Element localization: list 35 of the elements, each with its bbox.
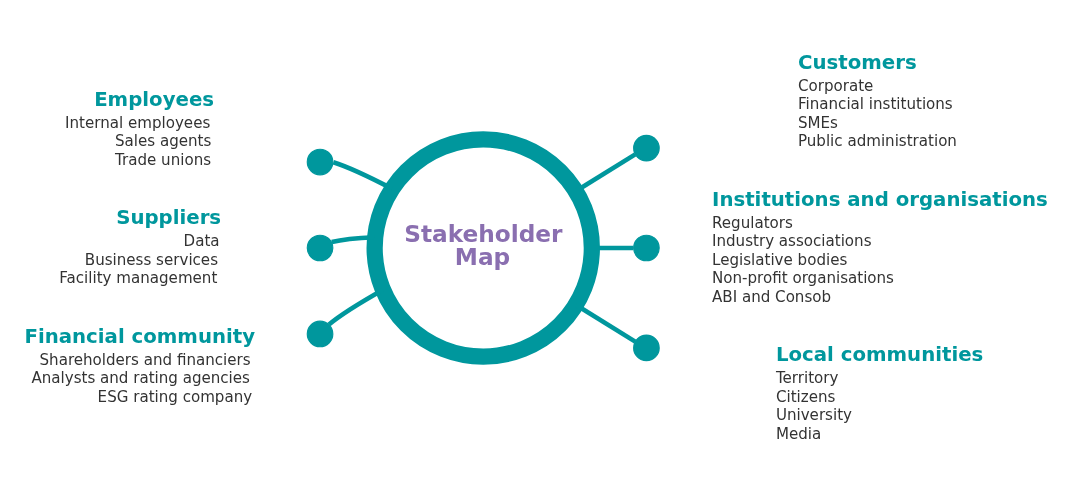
node-label: SMEs: [797, 113, 838, 132]
node-label: Media: [775, 424, 822, 443]
node-circle: [633, 134, 660, 162]
node-label: Suppliers: [116, 206, 222, 230]
node-label: ESG rating company: [97, 387, 253, 406]
node-circle: [633, 334, 660, 362]
node-label: ABI and Consob: [712, 287, 832, 306]
node-circle: [306, 320, 334, 348]
node-label: Legislative bodies: [712, 250, 848, 269]
node-label: Customers: [797, 50, 917, 74]
node-circle: Stakeholder Map: [366, 131, 600, 365]
node-label: Regulators: [712, 213, 793, 232]
node-label: Citizens: [775, 387, 836, 406]
node-circle: [306, 234, 334, 262]
node-label: Territory: [775, 369, 839, 388]
node-label: Data: [183, 232, 220, 251]
node-circle: [306, 148, 334, 176]
node-label: Business services: [84, 250, 218, 269]
node-label: Financial institutions: [797, 95, 953, 114]
node-label: Public administration: [797, 132, 957, 151]
node-label: Trade unions: [115, 150, 212, 169]
node-circle: [633, 234, 660, 262]
node-label: University: [775, 406, 852, 425]
node-label: Financial community: [24, 324, 256, 348]
node-label: Internal employees: [65, 113, 211, 132]
node-label: Industry associations: [712, 232, 872, 251]
node-label: Non-profit organisations: [712, 269, 894, 288]
node-label: Sales agents: [115, 132, 212, 151]
node-label: Shareholders and financiers: [39, 350, 251, 369]
node-label: Institutions and organisations: [712, 187, 1048, 211]
node-label: Local communities: [775, 343, 984, 367]
node-label: Analysts and rating agencies: [31, 369, 250, 388]
node-label: Corporate: [797, 76, 874, 95]
node-label: Facility management: [59, 269, 218, 288]
node-label: Employees: [94, 87, 215, 111]
